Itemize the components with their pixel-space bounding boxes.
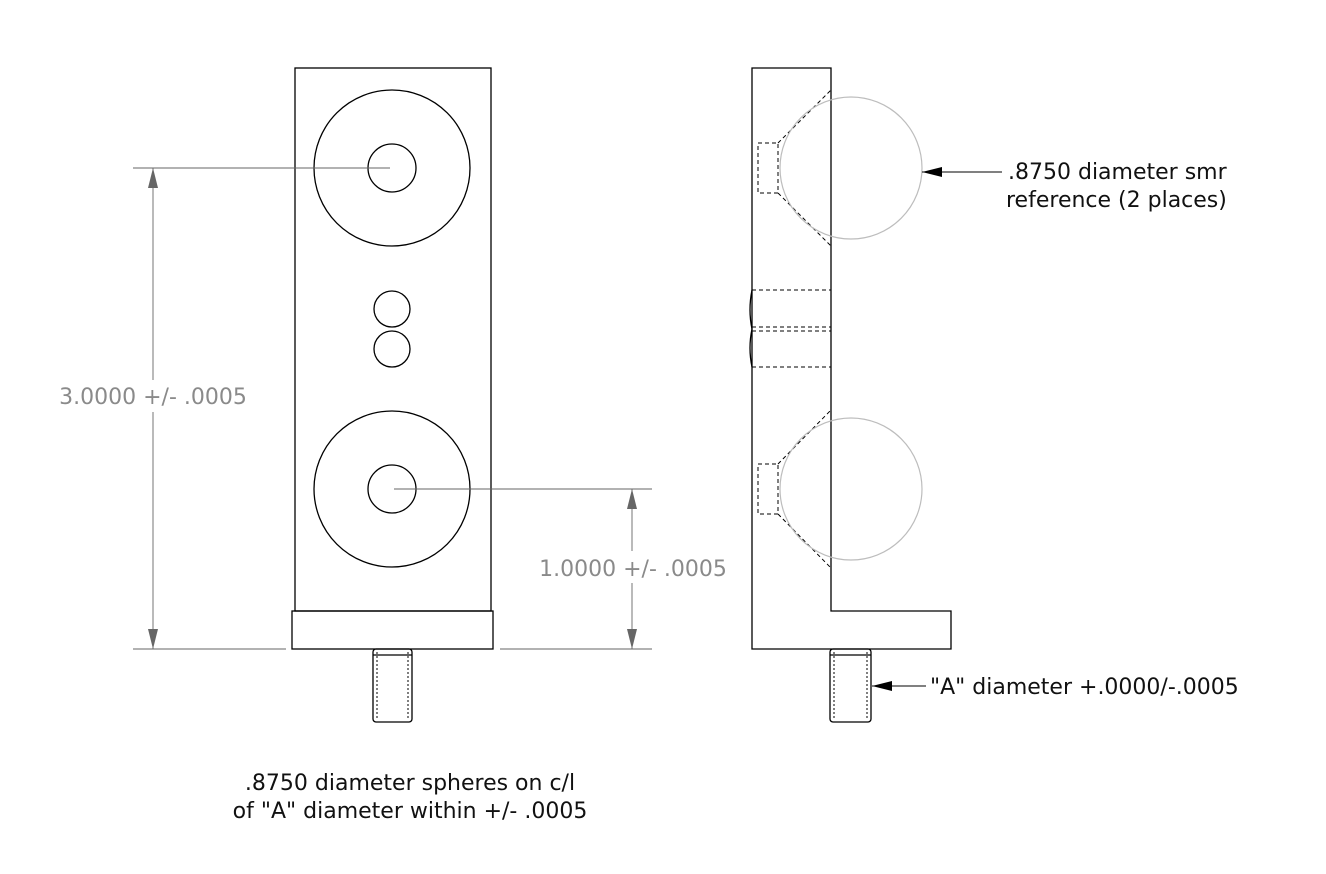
- a-diameter-callout-text: "A" diameter +.0000/-.0005: [930, 675, 1239, 700]
- side-stud: [829, 648, 872, 723]
- note-line2: of "A" diameter within +/- .0005: [233, 799, 588, 824]
- smr-callout-line2: reference (2 places): [1006, 188, 1227, 213]
- drawing-note: .8750 diameter spheres on c/l of "A" dia…: [233, 771, 588, 824]
- front-view: [291, 67, 494, 723]
- front-body-outline: [294, 67, 492, 612]
- front-base-flange: [291, 610, 494, 650]
- a-diameter-callout: "A" diameter +.0000/-.0005: [872, 675, 1239, 700]
- smr-callout-line1: .8750 diameter smr: [1008, 160, 1228, 185]
- note-line1: .8750 diameter spheres on c/l: [245, 771, 575, 796]
- overall-dimension: 3.0000 +/- .0005: [59, 167, 390, 650]
- overall-dimension-text: 3.0000 +/- .0005: [59, 385, 247, 410]
- smr-callout: .8750 diameter smr reference (2 places): [922, 160, 1228, 213]
- upper-smr-sphere: [779, 96, 923, 240]
- side-body-outline: [751, 67, 952, 650]
- front-stud: [372, 648, 413, 723]
- lower-dimension-text: 1.0000 +/- .0005: [539, 557, 727, 582]
- through-holes-hidden: [749, 289, 831, 368]
- lower-dimension: 1.0000 +/- .0005: [394, 488, 727, 650]
- lower-seat-hidden: [757, 409, 832, 569]
- lower-smr-sphere: [779, 417, 923, 561]
- upper-seat-hidden: [757, 89, 832, 247]
- small-hole-upper: [373, 290, 411, 328]
- small-hole-lower: [373, 330, 411, 368]
- side-view: [749, 67, 952, 723]
